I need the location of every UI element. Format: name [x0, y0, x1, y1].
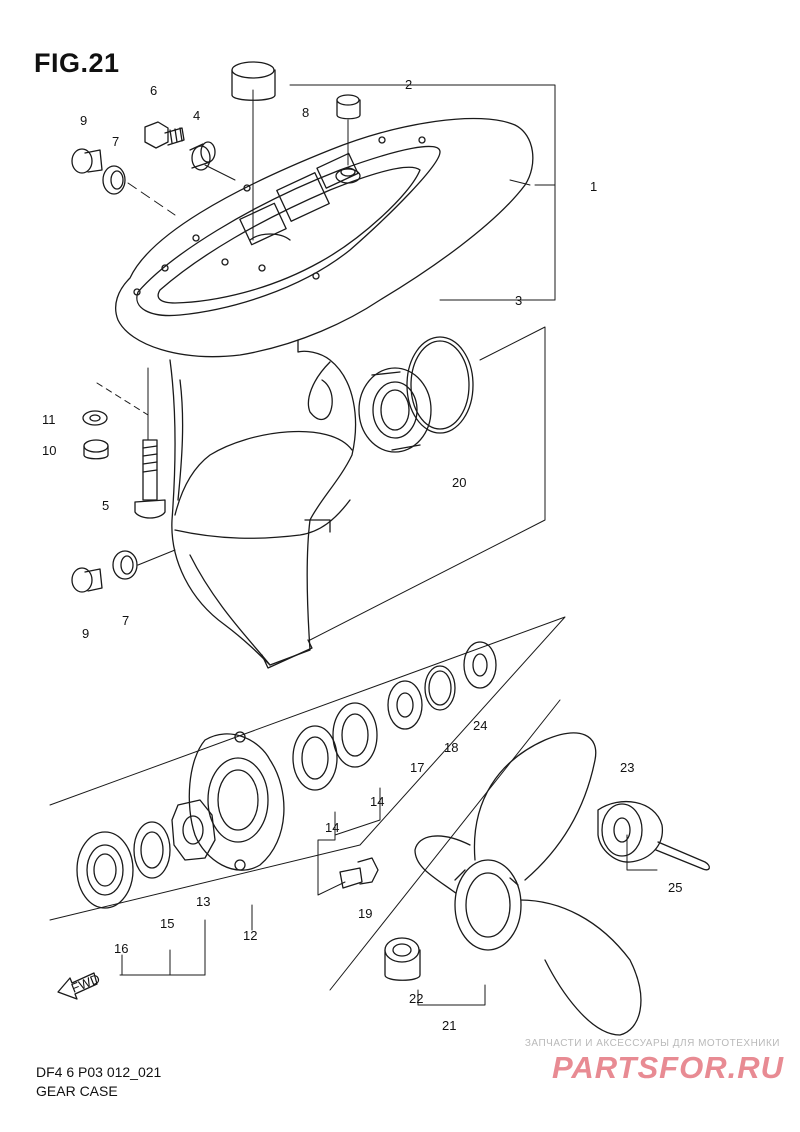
part-3-bearing — [358, 367, 432, 453]
callout-19: 19 — [358, 906, 372, 921]
fwd-arrow-icon: FWD — [57, 971, 102, 1000]
callout-11: 11 — [42, 412, 56, 427]
gear-case-housing — [115, 117, 534, 669]
watermark-tagline: ЗАПЧАСТИ И АКСЕССУАРЫ ДЛЯ МОТОТЕХНИКИ — [524, 1038, 780, 1049]
callout-7a: 7 — [112, 134, 119, 149]
callout-14a: 14 — [325, 820, 339, 835]
callout-20: 20 — [452, 475, 466, 490]
part-11-washer — [82, 410, 108, 426]
callout-14b: 14 — [370, 794, 384, 809]
callout-18: 18 — [444, 740, 458, 755]
part-12-bearing-housing — [188, 731, 285, 871]
part-6-bolt — [144, 121, 185, 149]
part-23-nut — [597, 800, 663, 863]
callout-16: 16 — [114, 941, 128, 956]
callout-12: 12 — [243, 928, 257, 943]
fwd-label: FWD — [69, 971, 102, 996]
part-22-spacer — [384, 937, 421, 981]
part-4-grommet — [189, 141, 216, 171]
part-20-o-ring — [406, 336, 474, 434]
figure-code: DF4 6 P03 012_021 — [36, 1064, 162, 1080]
part-25-cotter-pin — [655, 841, 710, 871]
callout-4: 4 — [193, 108, 200, 123]
part-18-shim — [424, 665, 456, 711]
callout-13: 13 — [196, 894, 210, 909]
part-14b-seal — [332, 702, 378, 768]
callout-22: 22 — [409, 991, 423, 1006]
callout-24: 24 — [473, 718, 487, 733]
callout-17: 17 — [410, 760, 424, 775]
part-7a-gasket — [102, 165, 126, 195]
callout-8: 8 — [302, 105, 309, 120]
callout-5: 5 — [102, 498, 109, 513]
part-17-thrust-washer — [387, 680, 423, 730]
watermark-logo: PARTSFOR.RU — [551, 1050, 784, 1085]
leader-lines — [49, 84, 658, 1006]
callout-6: 6 — [150, 83, 157, 98]
part-2-bushing — [231, 61, 276, 101]
callout-1: 1 — [590, 179, 597, 194]
part-19-bolt — [339, 857, 379, 889]
part-16-bearing — [76, 831, 134, 909]
callout-9b: 9 — [82, 626, 89, 641]
part-9a-plug — [71, 148, 103, 174]
part-24-washer — [463, 641, 497, 689]
part-14a-seal — [292, 725, 338, 791]
part-21-propeller — [414, 732, 642, 1036]
figure-caption: GEAR CASE — [36, 1083, 118, 1099]
part-8-bushing — [336, 94, 361, 120]
figure-title: FIG.21 — [34, 48, 120, 78]
callout-7b: 7 — [122, 613, 129, 628]
callout-25: 25 — [668, 880, 682, 895]
callout-15: 15 — [160, 916, 174, 931]
part-9b-plug — [71, 567, 103, 593]
callout-2: 2 — [405, 77, 412, 92]
part-5-stud — [134, 439, 166, 519]
part-7b-gasket — [112, 550, 138, 580]
callout-3: 3 — [515, 293, 522, 308]
part-15-bearing — [133, 821, 171, 879]
callout-9a: 9 — [80, 113, 87, 128]
part-13-lock-plate — [171, 799, 216, 861]
callout-numbers: 2 1 3 6 4 8 9 7 11 10 5 20 9 7 24 18 17 … — [42, 77, 682, 1033]
part-10-nut — [83, 439, 109, 460]
callout-10: 10 — [42, 443, 56, 458]
callout-21: 21 — [442, 1018, 456, 1033]
callout-23: 23 — [620, 760, 634, 775]
